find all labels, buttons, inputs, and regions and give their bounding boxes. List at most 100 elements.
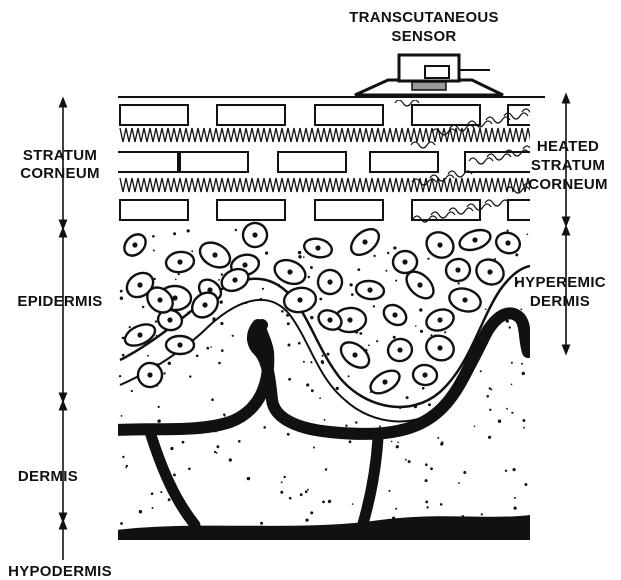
cell-nucleus [462,297,467,302]
stipple-dot [396,445,399,448]
stipple-dot [373,255,375,257]
stipple-dot [178,273,180,275]
stratum-corneum-label-line2: CORNEUM [20,165,100,182]
hypodermis-label: HYPODERMIS [8,563,112,580]
cell-nucleus [402,259,407,264]
stipple-dot [511,412,513,414]
cell-nucleus [212,252,217,257]
stipple-dot [168,362,171,365]
stipple-dot [373,305,375,307]
stipple-dot [157,419,160,422]
cell-nucleus [455,267,460,272]
stipple-dot [120,297,123,300]
stipple-dot [303,256,305,258]
stipple-dot [187,229,190,232]
stipple-dot [507,230,509,232]
stipple-dot [397,441,399,443]
stipple-dot [393,336,396,339]
cell-nucleus [352,352,357,357]
stipple-dot [322,501,325,504]
cell-nucleus [287,269,292,274]
cell-nucleus [242,262,247,267]
stipple-dot [311,389,314,392]
cell-nucleus [147,372,152,377]
corneocyte-cell [180,152,248,172]
stipple-dot [262,288,264,290]
stipple-dot [523,427,525,429]
stipple-dot [328,500,331,503]
stipple-dot [352,503,354,505]
corneocyte-cell [120,105,188,125]
stipple-dot [152,235,155,238]
stipple-dot [458,282,460,284]
stipple-dot [349,440,352,443]
stipple-dot [238,440,241,443]
stipple-dot [125,467,127,469]
stipple-dot [220,300,223,303]
corneocyte-cell [315,200,383,220]
stipple-dot [306,383,309,386]
corneocyte-junction [120,128,534,142]
stipple-dot [155,320,157,322]
stipple-dot [393,246,396,249]
stipple-dot [458,482,460,484]
stipple-dot [357,268,360,271]
stratum-corneum-layer [110,100,576,222]
stipple-dot [527,234,529,236]
stipple-dot [376,340,378,342]
stipple-dot [147,355,149,357]
stipple-dot [196,355,199,358]
heated-stratum-corneum-label-line1: HEATED [537,138,599,155]
stipple-dot [298,342,301,345]
stipple-dot [308,276,310,278]
stipple-dot [422,387,425,390]
stipple-dot [463,471,466,474]
stipple-dot [307,489,309,491]
stipple-dot [336,387,339,390]
epidermis-label: EPIDERMIS [17,293,102,310]
stipple-dot [524,483,527,486]
cell-nucleus [297,297,302,302]
stipple-dot [481,513,483,515]
corneocyte-cell [217,200,285,220]
stipple-dot [319,298,322,301]
stipple-dot [489,409,491,411]
cell-nucleus [422,372,427,377]
stipple-dot [415,325,417,327]
stipple-dot [514,497,516,499]
stipple-dot [152,507,154,509]
stipple-dot [153,250,155,252]
stipple-dot [425,479,428,482]
stipple-dot [490,388,492,390]
stipple-dot [310,316,313,319]
cell-nucleus [362,239,367,244]
stipple-dot [348,375,350,377]
stipple-dot [217,445,220,448]
transcutaneous-sensor [355,55,503,95]
cell-nucleus [232,277,237,282]
stipple-dot [281,481,283,483]
stipple-dot [359,332,362,335]
stipple-dot [221,349,224,352]
cell-nucleus [472,237,477,242]
stipple-dot [444,331,446,333]
stipple-dot [163,372,165,374]
stipple-dot [322,362,325,365]
corneocyte-cell [370,152,438,172]
stipple-dot [158,406,160,408]
heated-stratum-corneum-label-line2: STRATUM [531,157,605,174]
hyperemic-dermis-label-line1: HYPEREMIC [514,274,606,291]
stipple-dot [505,470,507,472]
stipple-dot [160,491,162,493]
cell-nucleus [315,245,320,250]
stipple-dot [300,493,303,496]
corneocyte-cell [217,105,285,125]
stipple-dot [428,403,431,406]
stipple-dot [173,474,176,477]
stipple-dot [218,279,220,281]
stipple-dot [129,326,131,328]
stipple-dot [408,460,411,463]
stipple-dot [151,492,154,495]
stipple-dot [303,361,305,363]
stipple-dot [319,397,321,399]
